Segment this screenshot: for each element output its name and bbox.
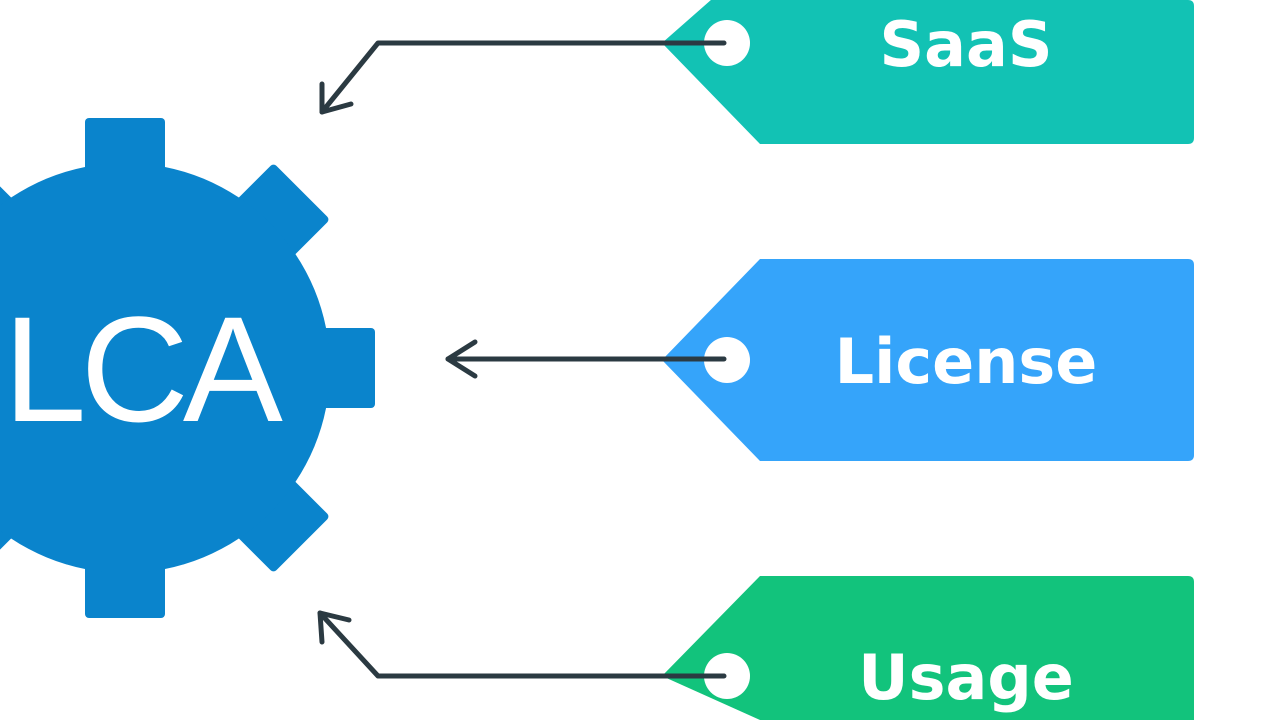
tag-license: License <box>662 259 1194 461</box>
tag-license-label: License <box>835 325 1098 398</box>
tag-usage-label: Usage <box>858 641 1074 714</box>
tag-saas-label: SaaS <box>880 8 1053 81</box>
arrow-usage-to-lca <box>317 610 727 679</box>
tag-saas-shape <box>662 0 1194 144</box>
gear-label: LCA <box>3 285 283 453</box>
arrow-license-to-lca <box>445 339 727 379</box>
tag-saas: SaaS <box>662 0 1194 144</box>
tag-usage: Usage <box>662 576 1194 720</box>
tag-usage-shape <box>662 576 1194 720</box>
tag-usage-hole <box>704 653 750 699</box>
tag-saas-hole <box>704 20 750 66</box>
lca-gear: LCA <box>0 118 375 618</box>
arrow-saas-to-lca <box>319 40 727 115</box>
gear-body <box>0 163 330 573</box>
tag-license-hole <box>704 337 750 383</box>
tag-license-shape <box>662 259 1194 461</box>
